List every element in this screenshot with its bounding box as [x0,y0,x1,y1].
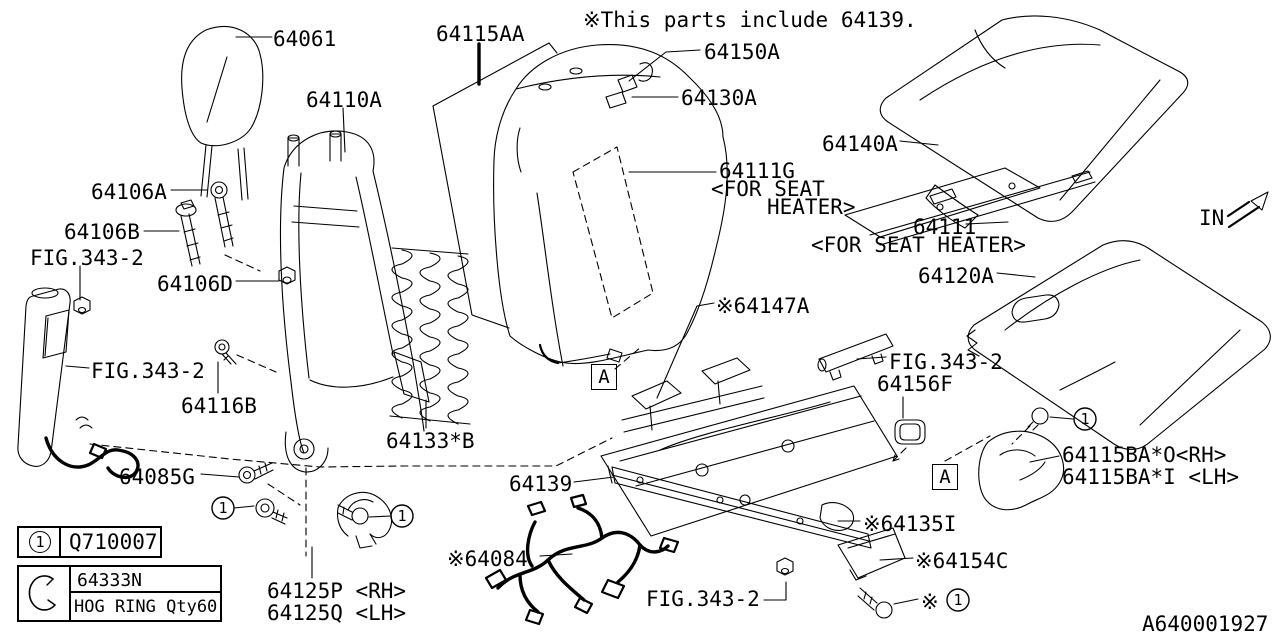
part-label-64111g-sub2: HEATER> [767,195,856,219]
part-label-64156f: 64156F [877,372,953,396]
rear-cover-drawing [879,15,1189,229]
part-label-64116b: 64116B [181,394,257,418]
kome-mark-bottom: ※ [921,590,939,614]
callout-marker-1-riser: 1 [1073,407,1097,431]
part-label-64147a: ※64147A [716,294,810,318]
callout-marker-1-right: 1 [390,504,414,528]
fig-label-343-2-d: FIG.343-2 [646,587,760,611]
part-label-64110a: 64110A [306,88,382,112]
part-label-64120a: 64120A [918,264,994,288]
legend-divider [59,528,61,556]
callout-marker-1-bottom: 1 [946,588,970,612]
part-label-64106d: 64106D [157,272,233,296]
hog-ring-table: 64333N HOG RING Qty60 [17,565,222,622]
note-parts-include: ※This parts include 64139. [583,8,917,32]
hog-ring-icon [28,575,56,611]
part-label-64106a: 64106A [91,180,167,204]
part-label-64111g: 64111G [719,159,795,183]
part-label-64140a: 64140A [822,132,898,156]
fig-label-343-2-b: FIG.343-2 [91,359,205,383]
leader-lines [65,36,1074,605]
fig-label-343-2-a: FIG.343-2 [30,246,144,270]
section-box-a-right: A [932,464,958,490]
headrest-drawing [181,26,264,201]
legend-part-number: Q710007 [69,530,158,554]
legend-callout-circle: 1 [29,531,51,553]
part-label-64115ba-rh: 64115BA*O<RH> [1062,443,1227,467]
part-label-64111-sub: <FOR SEAT HEATER> [811,233,1026,257]
part-label-64125p: 64125P <RH> [267,579,407,603]
hog-ring-description: HOG RING Qty60 [74,597,218,617]
back-board-drawing [432,42,558,329]
callout-number: 1 [397,507,406,525]
part-label-64111g-sub1: <FOR SEAT [711,177,825,201]
part-label-64111: 64111 [913,215,977,239]
seatback-cushion-drawing [493,44,728,367]
part-label-64084: ※64084 [447,547,528,571]
seat-frame-assembly-drawing [600,333,898,549]
hog-ring-part-number: 64333N [77,570,143,591]
seat-cushion-drawing [966,240,1271,450]
side-airbag-drawing [17,287,140,480]
part-label-64154c: ※64154C [915,549,1009,573]
part-label-64115ba-lh: 64115BA*I <LH> [1062,465,1240,489]
legend-callout-table: 1 Q710007 [17,526,162,558]
part-label-64061: 64061 [273,27,337,51]
section-box-a-left: A [591,364,617,390]
part-label-64125q: 64125Q <LH> [267,601,407,625]
hinge-bracket-drawing [255,491,393,549]
wiring-harness-drawing [484,493,680,626]
fig-label-343-2-c: FIG.343-2 [889,350,1003,374]
hog-ring-divider-v [69,567,71,620]
part-label-64115aa: 64115AA [436,22,525,46]
in-direction-arrow [1226,191,1269,229]
part-label-64139: 64139 [509,472,573,496]
seatback-frame-drawing [279,130,430,473]
callout-number: 1 [218,499,227,517]
seatback-springs-drawing [389,247,471,425]
callout-number: 1 [1080,410,1089,428]
part-label-64130a: 64130A [681,86,757,110]
part-label-64150a: 64150A [704,40,780,64]
part-label-64106b: 64106B [64,220,140,244]
part-label-64135i: ※64135I [863,512,957,536]
part-label-64133b: 64133*B [386,429,475,453]
in-label: IN [1199,206,1225,230]
diagram-code: A640001927 [1142,612,1269,636]
fastener-drawings-left [73,181,296,484]
grommet-drawing [892,419,926,462]
seat-heater-drawing [844,167,1096,246]
callout-number: 1 [953,591,962,609]
part-label-64085g: 64085G [119,465,195,489]
dashed-reference-lines [89,254,991,557]
hog-ring-divider-h [69,591,220,593]
callout-marker-1-left: 1 [211,496,235,520]
riser-bracket-drawing [978,407,1065,511]
